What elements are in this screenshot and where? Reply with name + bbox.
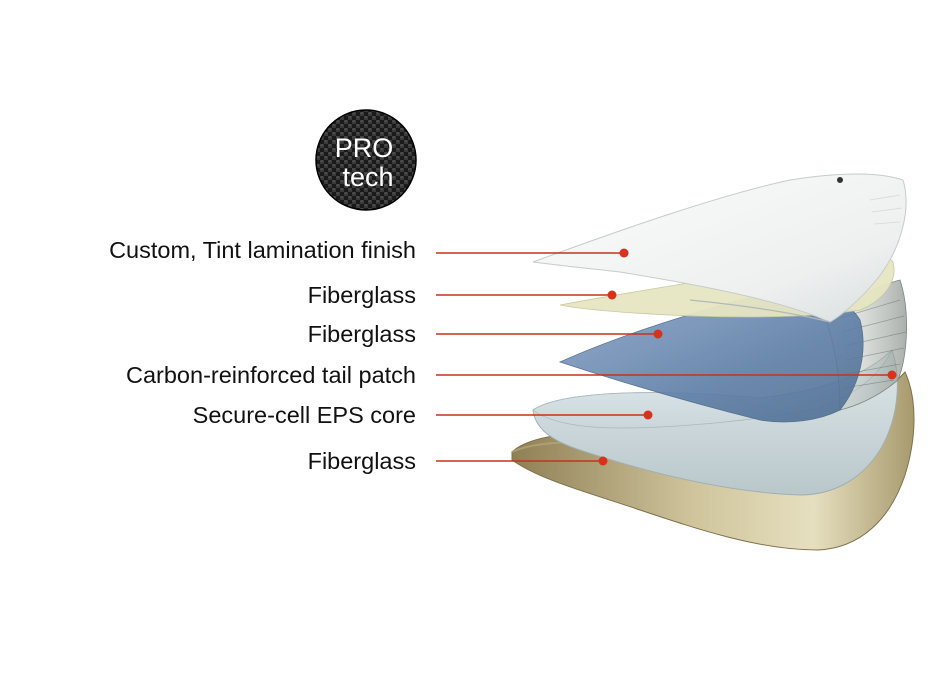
layer-deck-lamination	[532, 173, 907, 323]
callout-label-fiberglass-3: Fiberglass	[307, 448, 416, 474]
leader-dot	[619, 248, 629, 258]
leader-4	[436, 410, 653, 420]
logo-line-1: PRO	[335, 133, 394, 163]
callout-label-lamination-finish: Custom, Tint lamination finish	[109, 237, 416, 263]
leader-5	[436, 456, 608, 466]
logo-line-2: tech	[342, 162, 393, 192]
leader-dot	[887, 370, 897, 380]
callout-label-eps-core: Secure-cell EPS core	[192, 402, 416, 428]
leader-lines	[436, 248, 897, 466]
leader-dot	[598, 456, 608, 466]
leader-3	[436, 370, 897, 380]
leader-dot	[643, 410, 653, 420]
leader-dot	[607, 290, 617, 300]
leader-dot	[653, 329, 663, 339]
leader-2	[436, 329, 663, 339]
callout-label-fiberglass-2: Fiberglass	[307, 321, 416, 347]
callout-label-carbon-tail-patch: Carbon-reinforced tail patch	[126, 362, 416, 388]
leader-0	[436, 248, 629, 258]
leader-1	[436, 290, 617, 300]
callout-label-fiberglass-1: Fiberglass	[307, 282, 416, 308]
protech-logo: PRO tech	[315, 109, 417, 211]
